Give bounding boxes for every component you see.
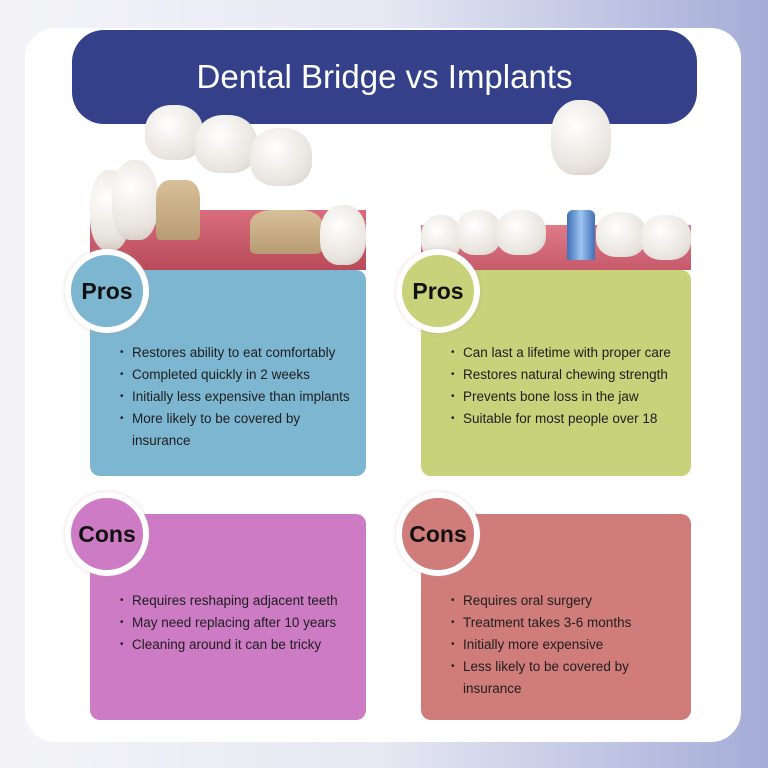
prepared-tooth [250,210,322,254]
list-item: May need replacing after 10 years [120,612,352,634]
implant-post [567,210,595,260]
bridge-crown [250,128,312,186]
list-item: Initially less expensive than implants [120,386,352,408]
list-item: Suitable for most people over 18 [451,408,677,430]
implant-crown [551,100,611,175]
tooth [320,205,366,265]
list-item: Can last a lifetime with proper care [451,342,677,364]
list-item: Requires oral surgery [451,590,677,612]
implant-cons-list: Requires oral surgery Treatment takes 3-… [451,590,677,700]
implant-pros-badge: Pros [396,249,480,333]
dental-implant-illustration [421,100,691,270]
bridge-pros-badge: Pros [65,249,149,333]
prepared-tooth [156,180,200,240]
list-item: Restores ability to eat comfortably [120,342,352,364]
dental-bridge-illustration [90,100,366,270]
list-item: Less likely to be covered by insurance [451,656,677,700]
list-item: Initially more expensive [451,634,677,656]
implant-pros-list: Can last a lifetime with proper care Res… [451,342,677,430]
tooth [112,160,158,240]
implant-pros-card: Can last a lifetime with proper care Res… [421,270,691,476]
list-item: Cleaning around it can be tricky [120,634,352,656]
bridge-pros-list: Restores ability to eat comfortably Comp… [120,342,352,452]
implant-cons-badge: Cons [396,492,480,576]
bridge-crown [145,105,203,160]
list-item: Restores natural chewing strength [451,364,677,386]
tooth [456,210,501,255]
list-item: Treatment takes 3-6 months [451,612,677,634]
list-item: Completed quickly in 2 weeks [120,364,352,386]
bridge-cons-badge: Cons [65,492,149,576]
list-item: Requires reshaping adjacent teeth [120,590,352,612]
tooth [641,215,691,260]
list-item: Prevents bone loss in the jaw [451,386,677,408]
tooth [496,210,546,255]
tooth [596,212,646,257]
list-item: More likely to be covered by insurance [120,408,352,452]
bridge-cons-list: Requires reshaping adjacent teeth May ne… [120,590,352,656]
bridge-crown [195,115,257,173]
